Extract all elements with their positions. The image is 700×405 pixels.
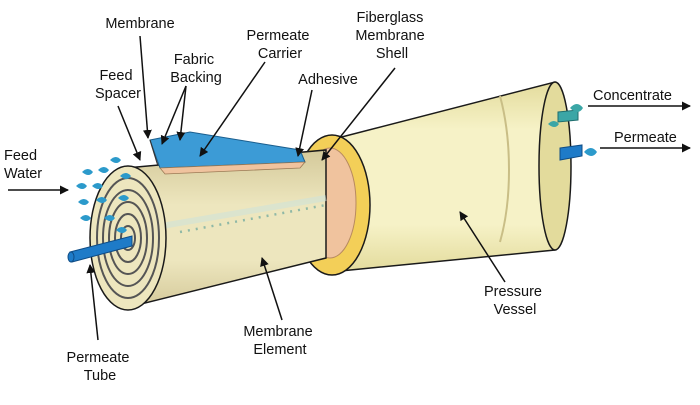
label-membrane: Membrane — [105, 16, 174, 32]
element-dotted-line — [179, 203, 327, 234]
concentrate-port — [557, 109, 579, 123]
water-drop-icon — [82, 169, 93, 175]
spiral-ring-4 — [114, 213, 142, 263]
label-fabric-backing: Fabric Backing — [170, 52, 222, 86]
adhesive-pointer — [295, 89, 313, 157]
label-membrane-element: Membrane Element — [243, 324, 316, 358]
water-drop-icon — [570, 104, 583, 112]
label-pointers — [8, 35, 691, 341]
spiral-ring-2 — [102, 189, 154, 287]
label-permeate-tube: Permeate Tube — [67, 350, 134, 384]
permeate-tube-left-end — [67, 251, 75, 263]
membrane-pointer — [139, 35, 152, 139]
label-fiberglass-shell: Fiberglass Membrane Shell — [355, 10, 428, 62]
permeate-tube — [67, 109, 583, 263]
permeate-tube-right — [559, 144, 583, 161]
water-drop-icon — [92, 183, 103, 189]
spiral-ring-3 — [108, 201, 148, 275]
pressure-vessel — [329, 81, 572, 273]
label-feed-spacer: Feed Spacer — [95, 68, 141, 102]
membrane-element-pointer — [260, 257, 283, 321]
water-drop-icon — [104, 215, 115, 221]
label-pressure-vessel: Pressure Vessel — [484, 284, 546, 318]
fabric-backing-pointer-1 — [160, 85, 187, 145]
water-drop-icon — [118, 195, 129, 201]
label-feed-water: Feed Water — [4, 148, 42, 182]
water-drop-icon — [110, 157, 121, 163]
water-drop-icon — [584, 148, 597, 156]
fiberglass-shell-pointer — [321, 67, 396, 161]
water-drop-icon — [96, 197, 107, 203]
membrane-element — [124, 149, 327, 309]
element-glue-line — [149, 195, 327, 231]
water-drop-icon — [120, 173, 131, 179]
vessel-end-cap — [538, 81, 572, 251]
vessel-seam — [499, 95, 510, 243]
water-drop-icon — [98, 167, 109, 173]
permeate-carrier-pointer — [199, 61, 266, 157]
water-drop-icon — [548, 121, 559, 127]
fabric-backing-pointer-2 — [176, 85, 187, 141]
permeate-carrier-sheet — [159, 161, 306, 175]
permeate-tube-pointer — [86, 264, 99, 341]
water-drop-icon — [80, 215, 91, 221]
label-adhesive: Adhesive — [298, 72, 358, 88]
feed-spacer-pointer — [117, 105, 142, 161]
water-drop-icon — [116, 227, 127, 233]
label-concentrate: Concentrate — [593, 88, 672, 104]
label-permeate: Permeate — [614, 130, 677, 146]
label-permeate-carrier: Permeate Carrier — [247, 28, 314, 62]
spiral-ring-5 — [120, 225, 136, 251]
feed-water-drops — [76, 157, 131, 233]
pressure-vessel-pointer — [459, 211, 506, 283]
diagram-labels: Membrane Fabric Backing Permeate Carrier… — [4, 10, 677, 384]
outlet-water-drops — [548, 104, 597, 156]
membrane-edge — [149, 139, 159, 167]
water-drop-icon — [78, 199, 89, 205]
membrane-leaf — [149, 131, 306, 175]
water-drop-icon — [76, 183, 87, 189]
